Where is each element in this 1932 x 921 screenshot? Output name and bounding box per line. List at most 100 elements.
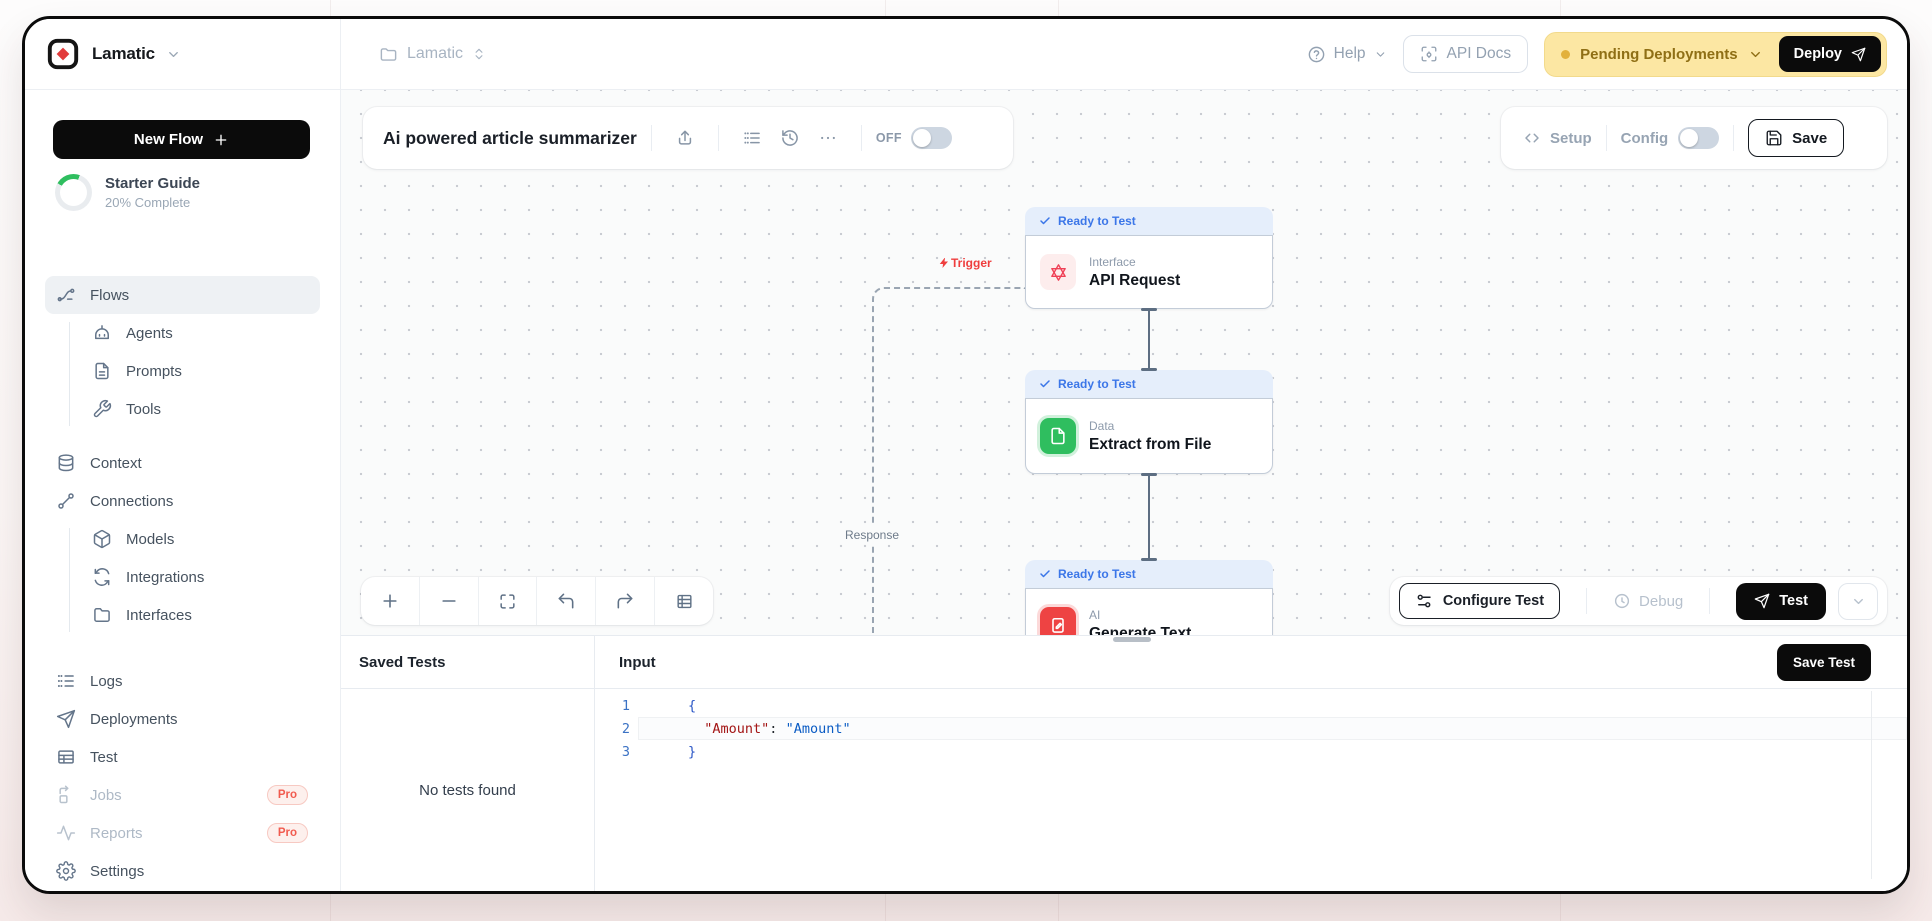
sidebar-item-deployments[interactable]: Deployments <box>45 700 320 738</box>
save-button[interactable]: Save <box>1748 119 1845 157</box>
sidebar-item-context[interactable]: Context <box>45 444 320 482</box>
configure-test-button[interactable]: Configure Test <box>1398 583 1561 619</box>
models-icon <box>91 529 113 549</box>
interfaces-icon <box>91 605 113 625</box>
config-bar-card: Setup Config Save <box>1501 107 1887 169</box>
node-generate-text[interactable]: Ready to Test AI Generate Text <box>1025 560 1273 662</box>
agents-icon <box>91 323 113 343</box>
check-icon <box>1039 215 1051 227</box>
redo-button[interactable] <box>595 577 654 625</box>
context-icon <box>55 453 77 473</box>
breadcrumb[interactable]: Lamatic <box>379 45 486 64</box>
undo-button[interactable] <box>536 577 595 625</box>
divider <box>1709 588 1711 614</box>
reports-icon <box>55 823 77 843</box>
sidebar-item-integrations[interactable]: Integrations <box>45 558 320 596</box>
zoom-in-button[interactable] <box>361 577 419 625</box>
sidebar-item-agents[interactable]: Agents <box>45 314 320 352</box>
fit-view-button[interactable] <box>477 577 537 625</box>
nav-indent-guide <box>69 322 70 426</box>
config-toggle[interactable] <box>1678 127 1720 149</box>
chevron-down-icon <box>1748 47 1763 62</box>
starter-guide[interactable]: Starter Guide 20% Complete <box>55 174 200 211</box>
pending-status-dot <box>1561 49 1571 59</box>
pending-deployments-label: Pending Deployments <box>1580 45 1738 63</box>
node-title: API Request <box>1089 271 1181 289</box>
sidebar-item-jobs[interactable]: Jobs Pro <box>45 776 320 814</box>
export-icon[interactable] <box>675 128 695 148</box>
sidebar: New Flow Starter Guide 20% Complete Flow… <box>25 90 341 891</box>
sidebar-item-interfaces[interactable]: Interfaces <box>45 596 320 634</box>
flow-canvas[interactable]: Trigger Response Ready to Test <box>341 90 1907 891</box>
line-number: 1 <box>621 697 630 714</box>
trigger-response-connector <box>872 287 1026 639</box>
deploy-button[interactable]: Deploy <box>1778 36 1881 72</box>
config-toggle-label: Config <box>1620 129 1669 147</box>
divider <box>860 125 862 151</box>
code-line-active: 2 "Amount": "Amount" <box>595 717 1907 740</box>
canvas-toolbar <box>361 577 713 625</box>
test-button[interactable]: Test <box>1736 582 1826 620</box>
debug-button[interactable]: Debug <box>1613 592 1683 610</box>
flow-nodes: Ready to Test Interface API Request <box>1025 207 1273 662</box>
sidebar-item-flows[interactable]: Flows <box>45 276 320 314</box>
prompts-icon <box>91 361 113 381</box>
help-circle-icon <box>1307 45 1326 64</box>
api-docs-button[interactable]: API Docs <box>1402 35 1529 73</box>
test-panel-header: Saved Tests Input Save Test <box>341 636 1907 689</box>
node-status-banner: Ready to Test <box>1025 370 1273 398</box>
sidebar-nav: Flows Agents Prompts Tools Context <box>25 276 340 890</box>
sidebar-item-test[interactable]: Test <box>45 738 320 776</box>
node-api-request[interactable]: Ready to Test Interface API Request <box>1025 207 1273 309</box>
setup-button[interactable]: Setup <box>1523 129 1592 147</box>
new-flow-button[interactable]: New Flow <box>53 120 310 159</box>
sidebar-item-tools[interactable]: Tools <box>45 390 320 428</box>
plus-icon <box>213 132 229 148</box>
test-options-chevron-button[interactable] <box>1838 582 1878 620</box>
nav-indent-guide <box>69 528 70 632</box>
node-category: AI <box>1089 607 1101 622</box>
sidebar-item-settings[interactable]: Settings <box>45 852 320 890</box>
code-line: 1 { <box>595 694 1907 717</box>
flow-header-card: Ai powered article summarizer OFF <box>363 107 1013 169</box>
divider <box>1605 125 1607 151</box>
sidebar-item-reports[interactable]: Reports Pro <box>45 814 320 852</box>
input-json-editor[interactable]: 1 { 2 "Amount": "Amount" 3 } <box>595 689 1907 891</box>
node-extract-from-file[interactable]: Ready to Test Data Extract from File <box>1025 370 1273 474</box>
node-status-banner: Ready to Test <box>1025 560 1273 588</box>
test-icon <box>55 747 77 767</box>
floppy-save-icon <box>1765 129 1783 147</box>
sidebar-item-prompts[interactable]: Prompts <box>45 352 320 390</box>
list-view-icon[interactable] <box>742 128 762 148</box>
notes-table-button[interactable] <box>654 577 713 625</box>
starter-guide-title: Starter Guide <box>105 175 201 192</box>
save-test-button[interactable]: Save Test <box>1776 643 1871 681</box>
sidebar-item-connections[interactable]: Connections <box>45 482 320 520</box>
divider <box>1586 588 1588 614</box>
node-status-banner: Ready to Test <box>1025 207 1273 235</box>
line-number: 3 <box>621 743 630 760</box>
zoom-out-button[interactable] <box>418 577 478 625</box>
panel-drag-handle[interactable] <box>1113 637 1151 642</box>
brand-name: Lamatic <box>92 44 155 63</box>
sidebar-item-logs[interactable]: Logs <box>45 662 320 700</box>
response-label: Response <box>839 526 905 544</box>
sidebar-item-models[interactable]: Models <box>45 520 320 558</box>
pending-deployments-pill[interactable]: Pending Deployments Deploy <box>1544 31 1887 77</box>
flows-icon <box>55 285 77 305</box>
send-icon <box>1754 593 1770 609</box>
trigger-label: Trigger <box>938 256 992 270</box>
history-icon[interactable] <box>780 128 800 148</box>
test-toolbar: Configure Test Debug Test <box>1389 577 1887 625</box>
progress-ring <box>55 174 92 211</box>
workspace-switcher[interactable]: Lamatic <box>25 19 341 89</box>
flow-enabled-toggle[interactable] <box>910 127 952 149</box>
editor-scrollbar[interactable] <box>1871 691 1872 879</box>
node-edge <box>1148 474 1150 560</box>
divider <box>1733 125 1735 151</box>
more-options-icon[interactable] <box>818 128 838 148</box>
help-menu[interactable]: Help <box>1307 45 1387 64</box>
topbar-actions: Help API Docs Pending Deployments <box>1307 31 1907 77</box>
saved-tests-empty-state: No tests found <box>341 689 595 891</box>
